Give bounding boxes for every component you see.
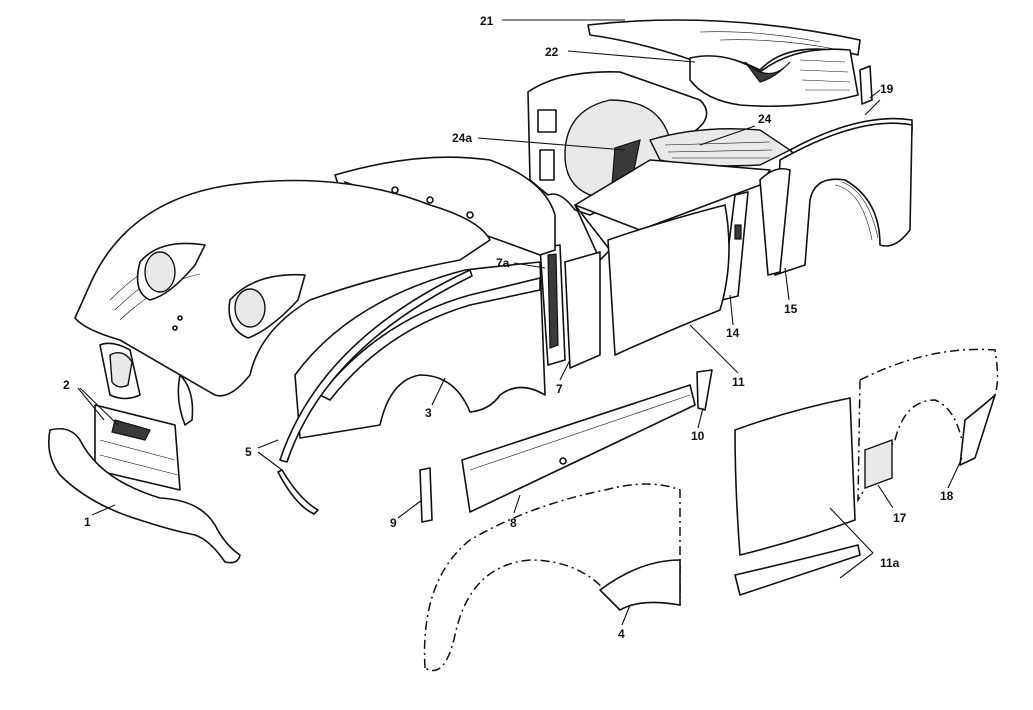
part-5-wing-beading <box>277 269 473 515</box>
callout-11: 11 <box>732 375 745 389</box>
front-nose <box>99 342 194 426</box>
callout-5: 5 <box>245 445 252 459</box>
part-24-boot-floor <box>649 128 792 167</box>
callout-9: 9 <box>390 516 397 530</box>
part-21-rear-deck <box>587 19 861 71</box>
callout-15: 15 <box>784 302 798 316</box>
part-18-outer-rear-wing <box>857 348 999 503</box>
callout-1: 1 <box>84 515 91 529</box>
callout-18: 18 <box>940 489 954 503</box>
callout-7: 7 <box>556 382 563 396</box>
part-1-front-valance <box>47 427 241 564</box>
callout-19: 19 <box>880 82 894 96</box>
leader-lines <box>77 19 963 626</box>
callout-24: 24 <box>758 112 772 126</box>
part-11-side-panel <box>607 204 730 356</box>
callout-4: 4 <box>618 627 625 641</box>
callout-11a: 11a <box>880 556 900 570</box>
callout-10: 10 <box>691 429 705 443</box>
part-4-outer-front-wing <box>423 483 681 672</box>
part-9-bracket <box>419 467 433 523</box>
part-7-a-post <box>539 244 601 369</box>
part-15-rear-wing <box>759 122 913 276</box>
bonnet <box>74 179 491 397</box>
part-2-front-brackets <box>94 404 181 491</box>
part-24a-inner-wheel-arch <box>527 71 708 216</box>
callout-14: 14 <box>726 326 740 340</box>
callout-21: 21 <box>480 14 494 28</box>
callout-22: 22 <box>545 45 559 59</box>
callout-3: 3 <box>425 406 432 420</box>
callout-24a: 24a <box>452 131 472 145</box>
part-8-sill <box>461 384 696 513</box>
callout-labels: 21 22 19 24 24a 7a 7 11 14 15 3 5 2 1 8 … <box>63 14 954 641</box>
callout-8: 8 <box>510 516 517 530</box>
part-11a-door-skin <box>734 397 861 596</box>
part-3-front-wing <box>294 261 546 439</box>
callout-7a: 7a <box>496 256 510 270</box>
part-17-repair-panel <box>864 438 893 490</box>
part-10-panel <box>696 369 713 411</box>
callout-17: 17 <box>893 511 907 525</box>
callout-2: 2 <box>63 378 70 392</box>
part-22-rear-panel <box>689 48 859 108</box>
